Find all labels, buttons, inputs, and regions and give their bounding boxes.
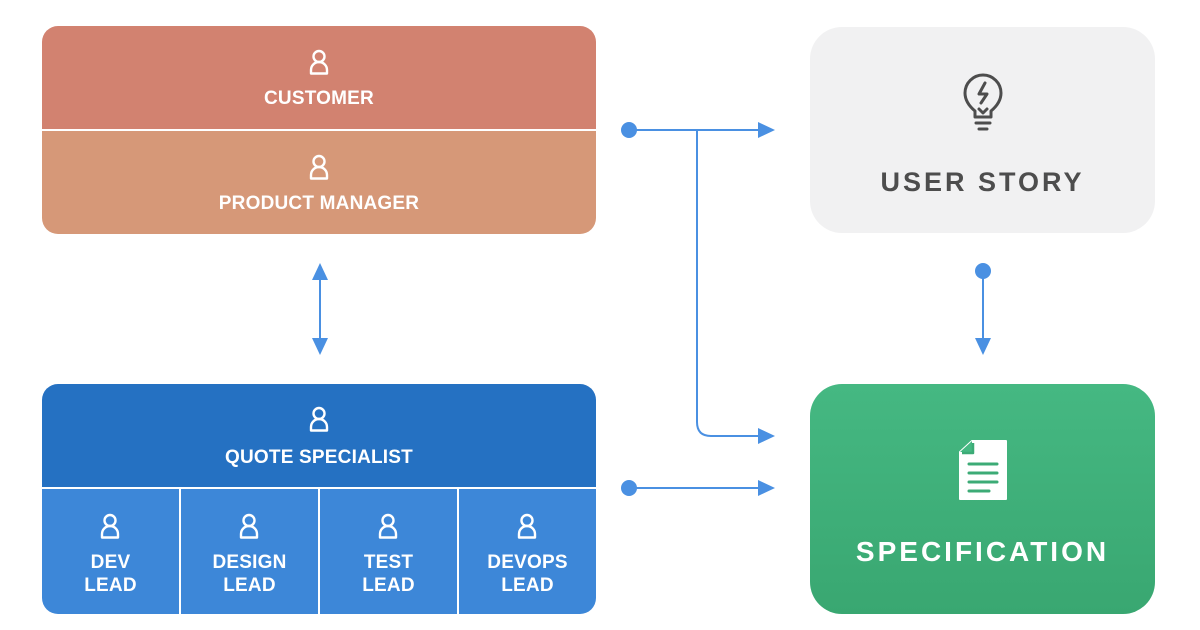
design-lead-cell: DESIGN LEAD	[181, 489, 318, 614]
person-icon	[517, 513, 537, 539]
connector-dot-story	[975, 263, 991, 279]
product-manager-panel: PRODUCT MANAGER	[42, 131, 596, 234]
connector-dot-top	[621, 122, 637, 138]
product-manager-label: PRODUCT MANAGER	[218, 193, 420, 214]
panel-divider	[42, 129, 596, 131]
user-story-title: USER STORY	[880, 167, 1085, 197]
connector-branch-to-spec	[696, 130, 762, 437]
dev-lead-label-line2: LEAD	[84, 575, 137, 596]
devops-lead-label-line2: LEAD	[501, 575, 554, 596]
document-icon	[957, 438, 1009, 507]
team-group: QUOTE SPECIALIST DEV LEAD DESIGN LEAD TE…	[42, 384, 596, 614]
person-icon	[100, 513, 120, 539]
dev-lead-label-line1: DEV	[90, 552, 131, 573]
arrowhead-spec-lower	[758, 480, 775, 496]
arrowhead-user-story	[758, 122, 775, 138]
arrowhead-two-way-up	[312, 263, 328, 280]
customer-label: CUSTOMER	[264, 88, 374, 109]
test-lead-label-line1: TEST	[363, 552, 414, 573]
test-lead-cell: TEST LEAD	[320, 489, 457, 614]
person-icon	[239, 513, 259, 539]
person-icon	[309, 406, 329, 432]
person-icon	[309, 49, 329, 75]
client-group: CUSTOMER PRODUCT MANAGER	[42, 26, 596, 234]
specification-box: SPECIFICATION	[810, 384, 1155, 614]
quote-specialist-panel: QUOTE SPECIALIST	[42, 384, 596, 487]
customer-panel: CUSTOMER	[42, 26, 596, 129]
person-icon	[378, 513, 398, 539]
arrowhead-spec-upper	[758, 428, 775, 444]
quote-specialist-label: QUOTE SPECIALIST	[225, 447, 413, 468]
person-icon	[309, 154, 329, 180]
specification-title: SPECIFICATION	[855, 536, 1110, 567]
design-lead-label-line1: DESIGN	[212, 552, 287, 573]
design-lead-label-line2: LEAD	[223, 575, 276, 596]
lightbulb-icon	[961, 71, 1005, 138]
devops-lead-cell: DEVOPS LEAD	[459, 489, 596, 614]
dev-lead-cell: DEV LEAD	[42, 489, 179, 614]
test-lead-label-line2: LEAD	[362, 575, 415, 596]
arrowhead-two-way-down	[312, 338, 328, 355]
user-story-box: USER STORY	[810, 27, 1155, 233]
connector-dot-bottom	[621, 480, 637, 496]
devops-lead-label-line1: DEVOPS	[487, 552, 568, 573]
arrowhead-story-down	[975, 338, 991, 355]
